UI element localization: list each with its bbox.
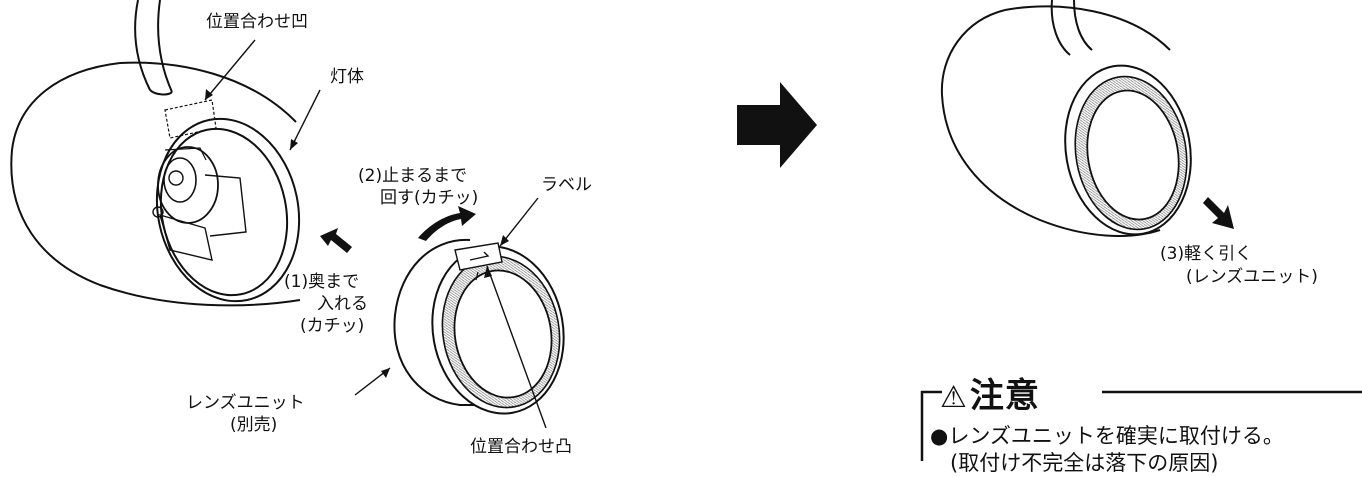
warning-icon: ⚠	[940, 380, 968, 415]
insert-arrow-icon	[320, 228, 352, 253]
pull-arrow-icon	[1203, 197, 1234, 229]
lamp-body-left	[10, 0, 301, 307]
leader-lines-left	[204, 39, 547, 429]
lens-unit-label: レンズユニット	[186, 393, 305, 413]
pull-label-line2: (レンズユニット)	[1186, 267, 1318, 287]
turn-label-line2: 回す(カチッ)	[380, 188, 479, 208]
insert-label-line1: (1)奥まで	[284, 272, 360, 292]
caution-heading: 注意	[969, 376, 1040, 416]
insert-label-line3: (カチッ)	[300, 316, 365, 336]
turn-label-line1: (2)止まるまで	[358, 166, 468, 186]
rotate-arrow-icon	[418, 206, 476, 241]
caution-line-1: ●レンズユニットを確実に取付ける。	[930, 424, 1284, 448]
body-label: 灯体	[330, 67, 364, 87]
installation-diagram	[10, 0, 1362, 461]
leader-arrowheads-left	[205, 89, 509, 378]
caution-line-2: (取付け不完全は落下の原因)	[950, 451, 1219, 475]
recess-label: 位置合わせ凹	[206, 12, 308, 32]
insert-label-line2: 入れる	[317, 294, 368, 314]
pull-label-line1: (3)軽く引く	[1160, 244, 1253, 264]
caution-title: ⚠注意	[940, 368, 1040, 417]
lens-unit-left	[393, 238, 565, 415]
lamp-assembled-right	[940, 0, 1192, 237]
lens-unit-note: (別売)	[230, 415, 278, 435]
caution-frame	[920, 390, 1362, 461]
transition-arrow-icon	[737, 82, 817, 168]
protrusion-label: 位置合わせ凸	[470, 437, 572, 457]
label-label: ラベル	[541, 175, 592, 195]
